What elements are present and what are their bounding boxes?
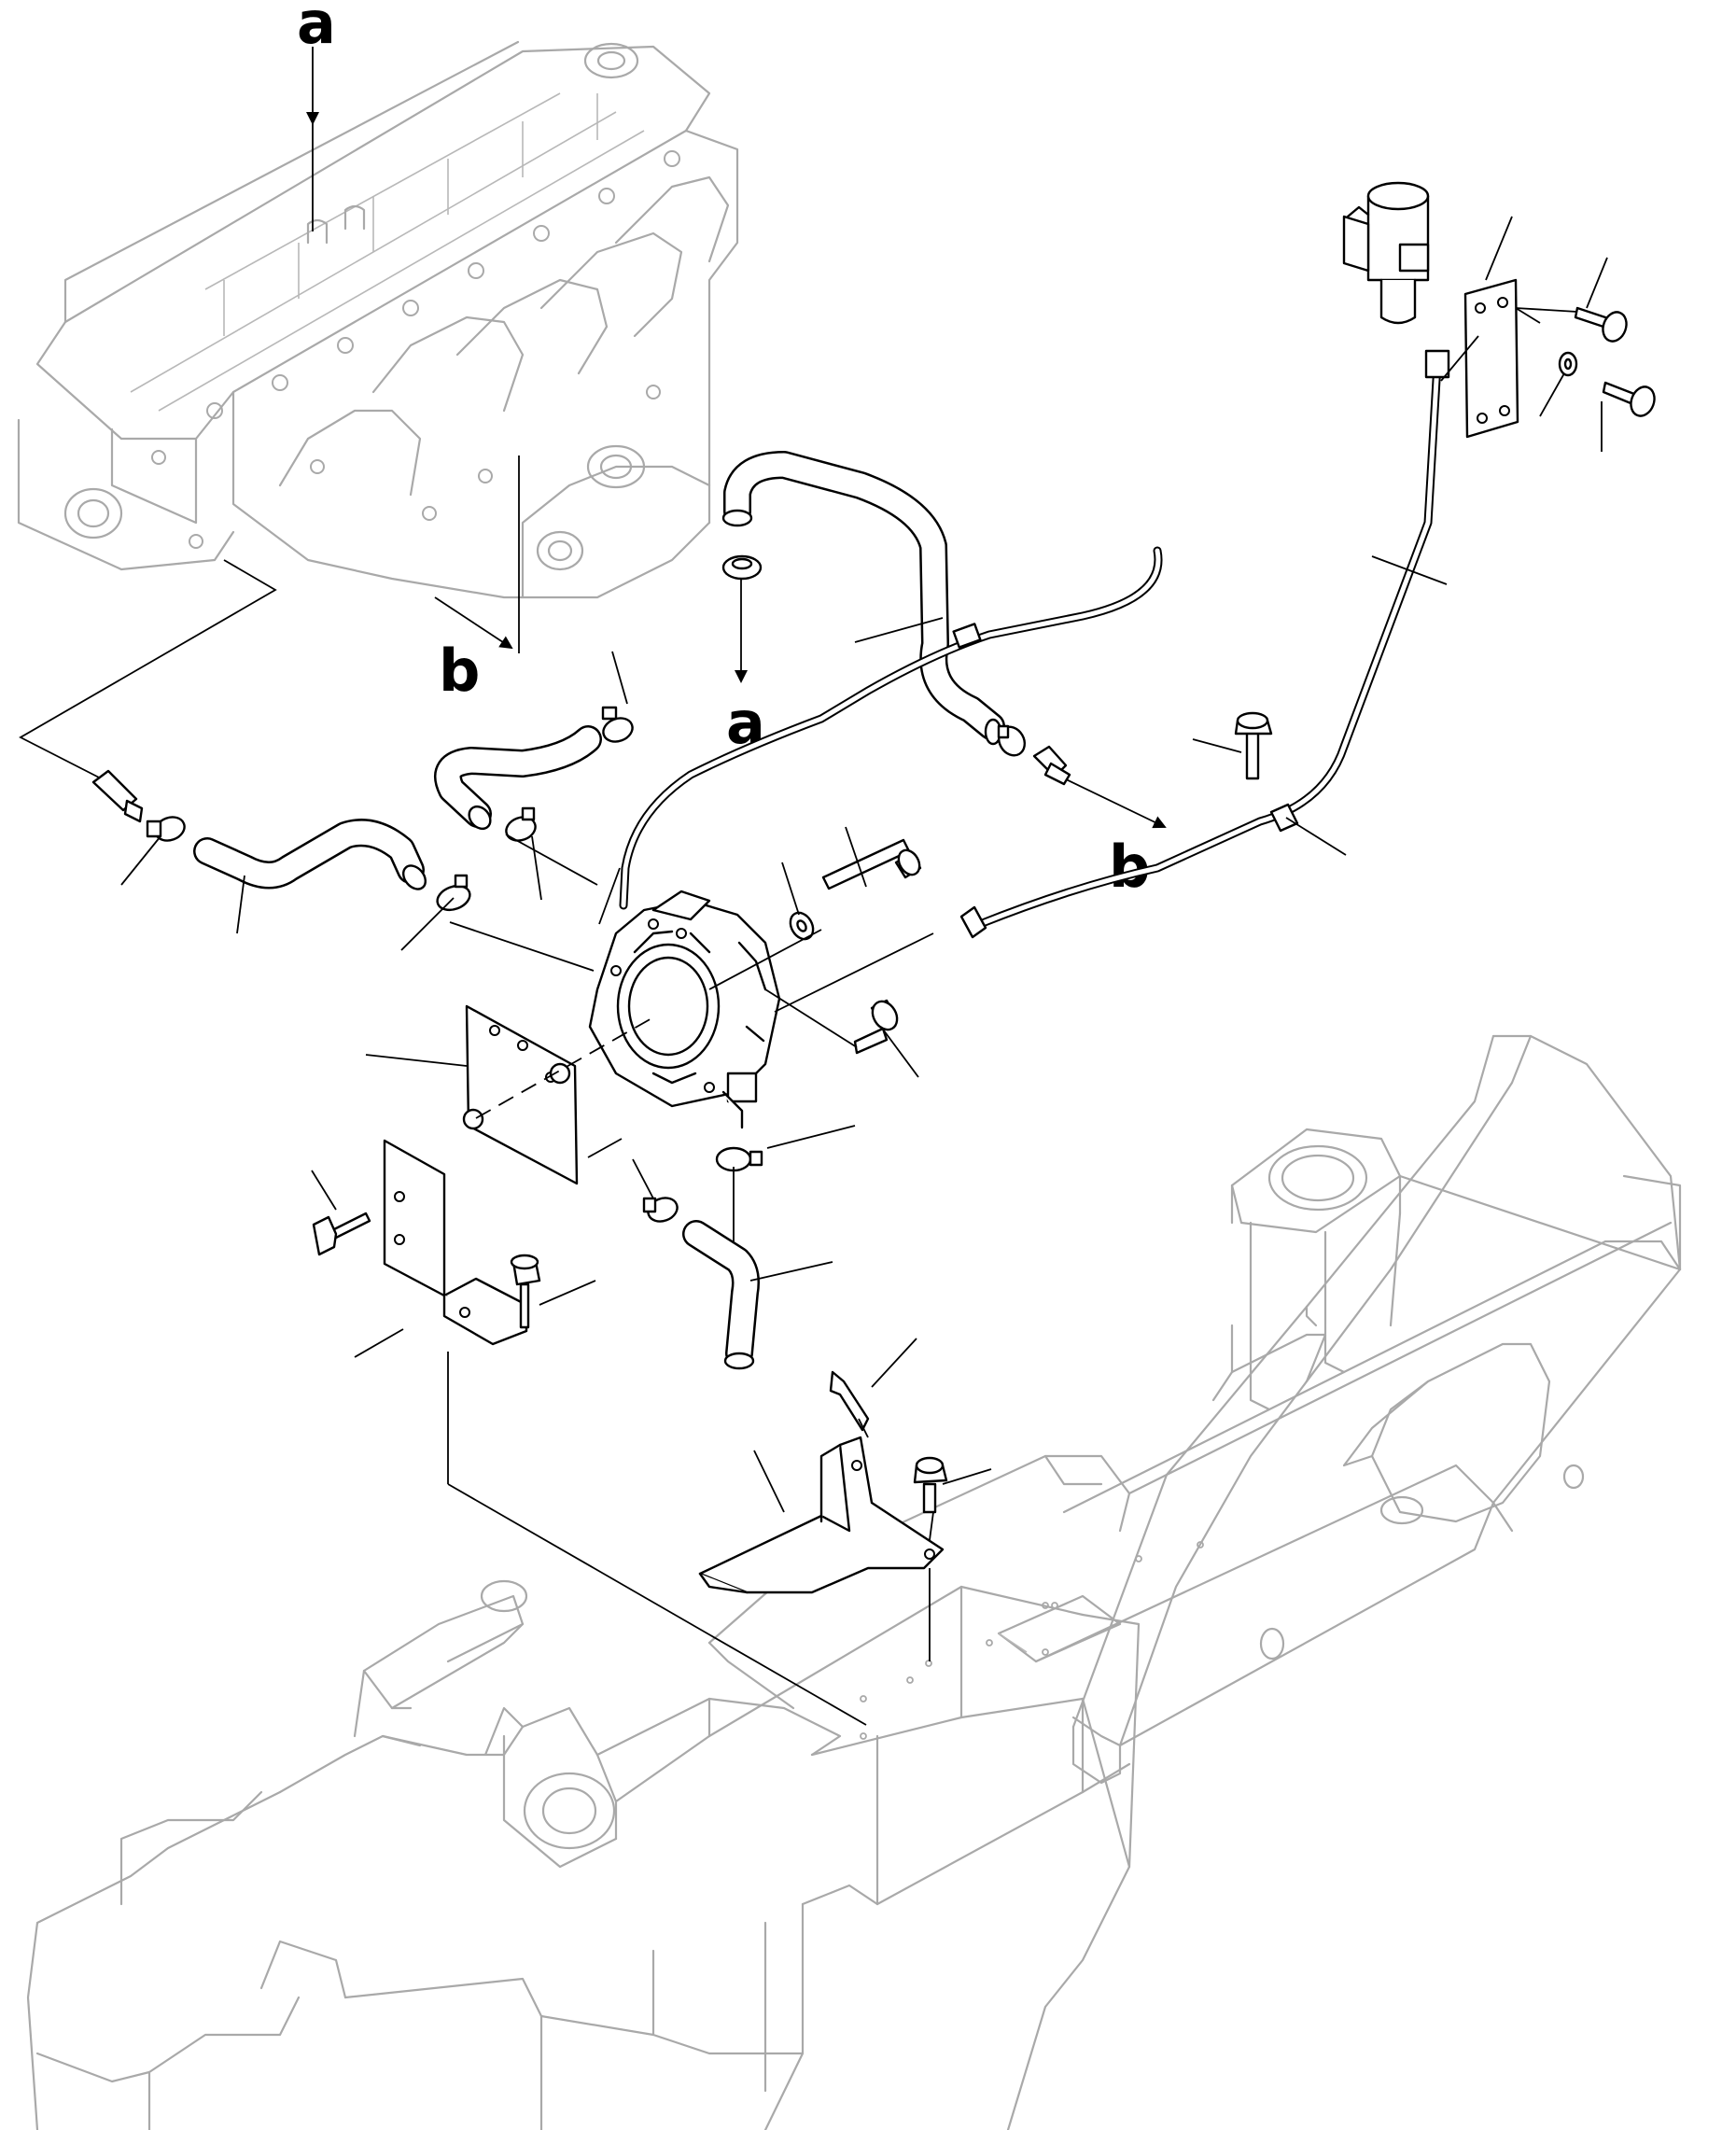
callout-b-mid-arrow [1059,776,1167,829]
heater-hose-middle [434,725,602,831]
wire-harness [619,546,1163,910]
bolt-actuator-upper [1574,306,1628,343]
hose-clamp-left-low [436,874,471,912]
bolt-valve-right [853,999,899,1055]
bolt-long-upper [821,838,922,890]
callout-b-mid: b [1109,833,1150,901]
clip-small [829,1370,870,1432]
callout-a-top: a [297,0,336,57]
plate-nut [462,1062,571,1130]
heater-valve-assembly [588,890,781,1129]
actuator-assembly [1342,181,1430,325]
heater-hose-lower [682,1220,760,1370]
callout-b-top: b [439,637,480,705]
bracket-angle-lower [383,1139,528,1346]
assembly-lines [447,307,1578,1726]
bolt-tube-clip [1234,711,1273,780]
actuator-plate [1463,278,1519,439]
plate-alignment-line [475,1016,654,1119]
hose-clamp-middle-low [505,806,537,842]
actuator-tube [959,349,1450,939]
hose-clamp-right [997,724,1027,757]
leader-lines [120,216,1608,1513]
engine-cylinder-head-ghost [17,40,739,599]
hose-clamp-left [146,816,186,842]
hose-clamp-lower [715,1146,763,1172]
engine-fitting-reference-line [19,559,277,781]
bolt-bracket [510,1254,541,1329]
bolt-actuator-lower [1602,381,1656,417]
hose-clamp-upper [721,554,763,581]
callout-b-top-arrow [434,455,520,653]
bolt-lower-bracket [913,1456,948,1514]
hose-nipple-fitting-right [1032,745,1071,786]
washer-actuator [1558,351,1578,377]
heater-hose-left [193,819,427,890]
bolt-left [312,1212,371,1256]
engine-nipple-fitting-left [91,769,144,823]
support-bracket-lower [698,1436,945,1594]
mounting-plate-upper [465,1004,579,1185]
hose-clamp-middle-top [601,706,634,743]
washer-upper [789,911,815,941]
machine-frame-ghost [26,1034,1682,2130]
upper-water-hose [721,451,1005,746]
hose-clamp-lower-left [642,1197,679,1223]
